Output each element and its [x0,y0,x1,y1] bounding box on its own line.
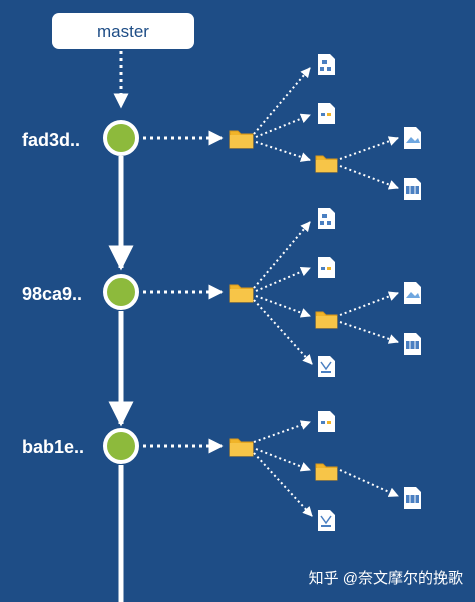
document-file-icon [318,103,335,124]
tree-folder-icon [229,438,254,457]
commit-node [103,274,139,310]
document-file-icon [318,411,335,432]
image-file-icon [404,127,421,149]
tree-edges [253,67,399,190]
commit-hash: bab1e.. [22,437,84,457]
branch-label-text: master [97,22,149,41]
diagram-file-icon [318,208,335,229]
tree-edges [253,221,399,365]
subtree-folder-icon [315,463,338,481]
image-file-icon [404,282,421,304]
subtree-folder-icon [315,155,338,173]
tree-edges [253,420,399,517]
report-file-icon [318,510,335,531]
commit-node [103,428,139,464]
table-file-icon [404,487,421,509]
diagram-file-icon [318,54,335,75]
tree-folder-icon [229,130,254,149]
subtree-folder-icon [315,311,338,329]
table-file-icon [404,178,421,200]
commit-hash: 98ca9.. [22,284,82,304]
master-branch-label: master [52,13,194,49]
report-file-icon [318,356,335,377]
table-file-icon [404,333,421,355]
commit-hash: fad3d.. [22,130,80,150]
document-file-icon [318,257,335,278]
watermark-text: 知乎 @奈文摩尔的挽歌 [309,569,463,587]
commit-node [103,120,139,156]
tree-folder-icon [229,284,254,303]
